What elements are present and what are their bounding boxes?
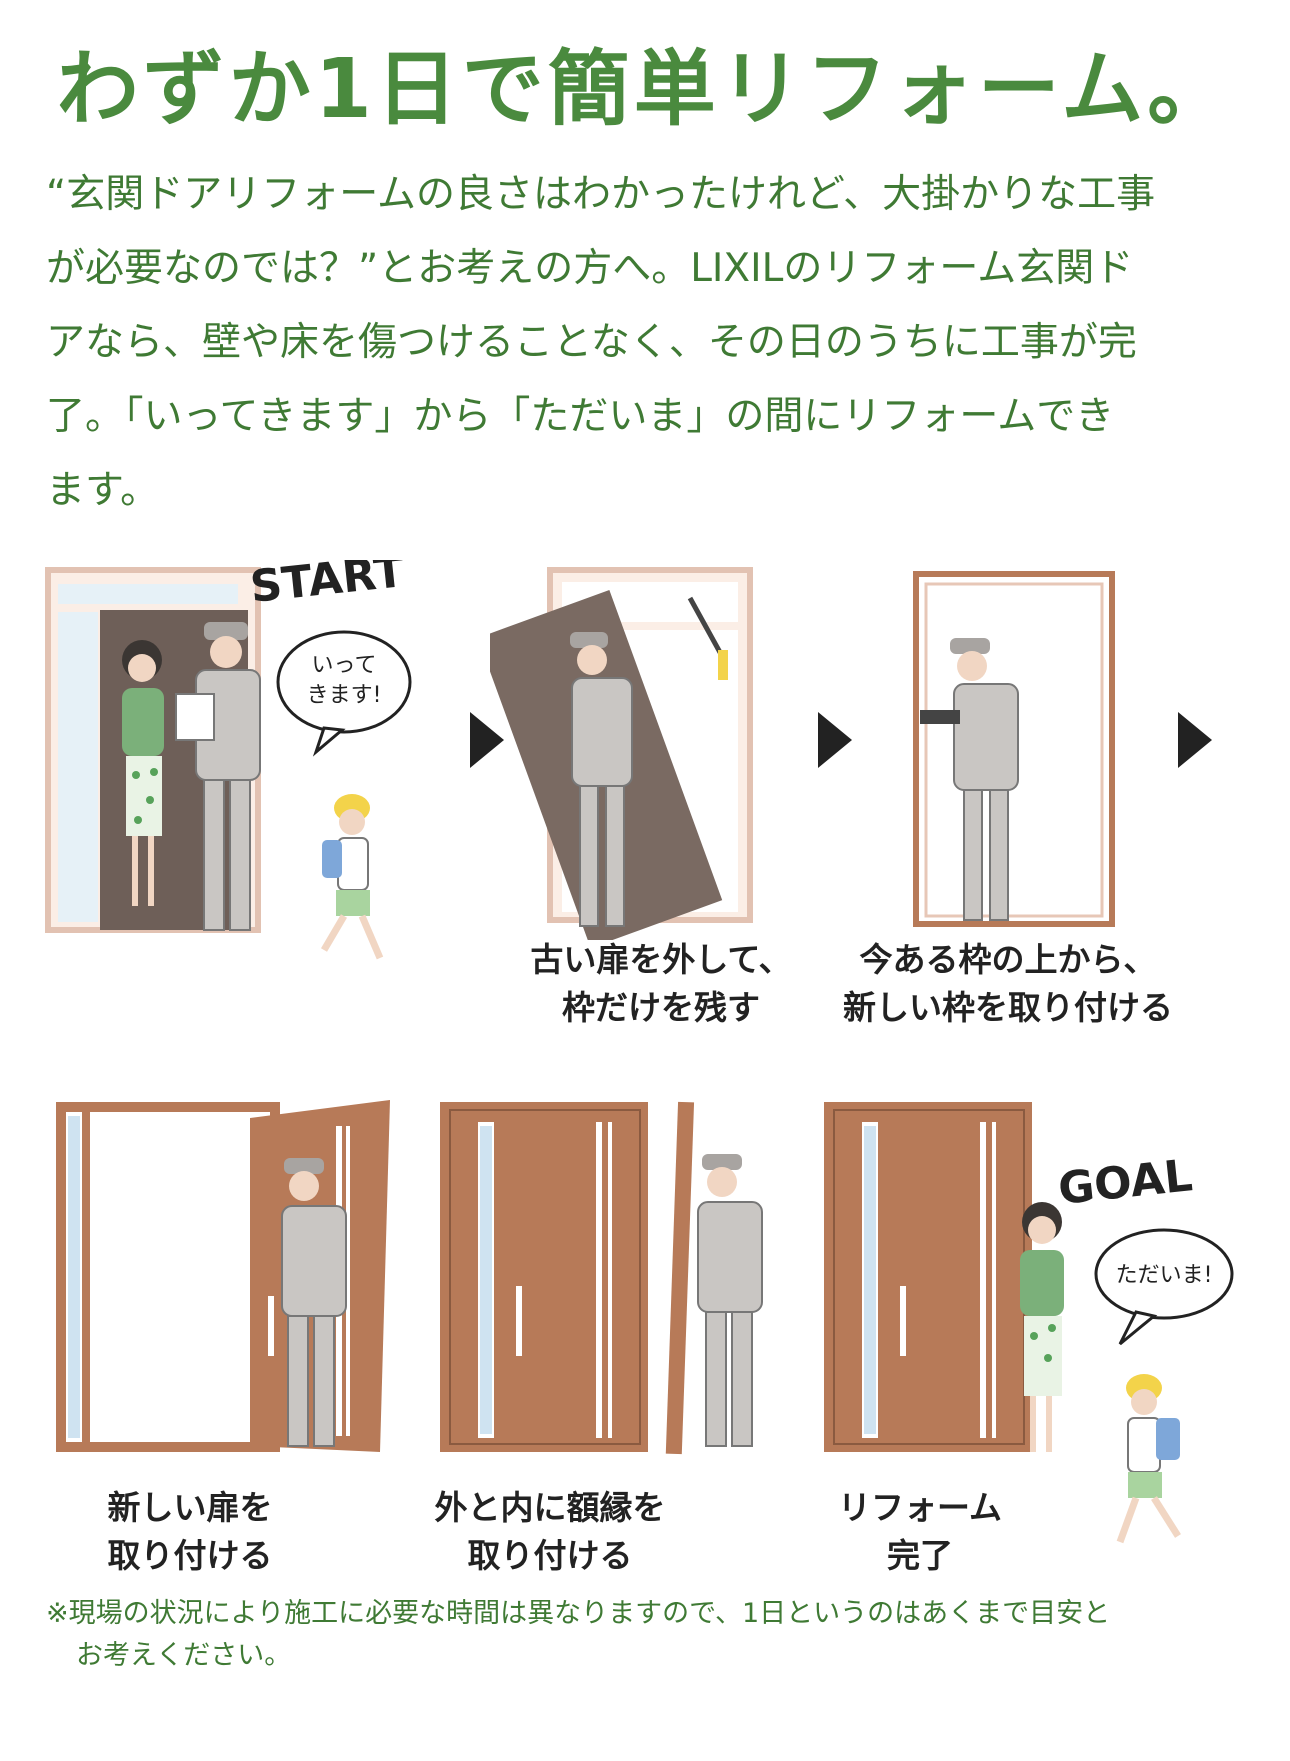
goal-label: GOAL (1056, 1150, 1195, 1215)
step4-caption: 新しい扉を 取り付ける (80, 1484, 300, 1580)
footnote-line: ※現場の状況により施工に必要な時間は異なりますので、1日というのはあくまで目安と (46, 1598, 1111, 1629)
step5-illustration (440, 1101, 763, 1455)
next-arrow-icon (470, 712, 504, 768)
caption-line: 新しい扉を (107, 1488, 273, 1527)
step6-caption: リフォーム 完了 (820, 1484, 1020, 1580)
goal-bubble-text: ただいま! (1116, 1263, 1213, 1288)
caption-line: 新しい枠を取り付ける (843, 988, 1173, 1027)
caption-line: リフォーム (837, 1488, 1002, 1527)
step2-illustration (490, 567, 753, 940)
start-bubble-text: いって (312, 653, 377, 678)
footnote-line: お考えください。 (76, 1640, 292, 1671)
step1-start-illustration: START いって きます! (45, 560, 412, 960)
next-arrow-icon (818, 712, 852, 768)
step4-illustration (56, 1100, 390, 1452)
caption-line: 完了 (887, 1536, 953, 1575)
step6-goal-illustration: GOAL ただいま! (824, 1102, 1234, 1544)
caption-line: 古い扉を外して、 (530, 940, 792, 979)
intro-line: 了。「いってきます」から「ただいま」の間にリフォームでき (46, 394, 1115, 439)
step5-caption: 外と内に額縁を 取り付ける (420, 1484, 680, 1580)
intro-line: アなら、壁や床を傷つけることなく、その日のうちに工事が完 (46, 320, 1137, 365)
start-label: START (248, 560, 407, 613)
page-title: わずか1日で簡単リフォーム。 (56, 42, 1234, 137)
intro-line: “玄関ドアリフォームの良さはわかったけれど、大掛かりな工事 (46, 172, 1156, 217)
next-arrow-icon (1178, 712, 1212, 768)
step3-caption: 今ある枠の上から、 新しい枠を取り付ける (838, 936, 1178, 1032)
footnote: ※現場の状況により施工に必要な時間は異なりますので、1日というのはあくまで目安と… (46, 1593, 1110, 1677)
caption-line: 外と内に額縁を (434, 1488, 666, 1527)
intro-line: が必要なのでは？”とお考えの方へ。LIXILのリフォーム玄関ド (46, 246, 1134, 291)
caption-line: 取り付ける (467, 1536, 633, 1575)
caption-line: 取り付ける (107, 1536, 273, 1575)
step2-caption: 古い扉を外して、 枠だけを残す (526, 936, 796, 1032)
intro-paragraph: “玄関ドアリフォームの良さはわかったけれど、大掛かりな工事 が必要なのでは？”と… (46, 158, 1246, 528)
caption-line: 枠だけを残す (562, 988, 760, 1027)
step3-illustration (913, 571, 1115, 927)
start-bubble-text: きます! (307, 683, 382, 708)
caption-line: 今ある枠の上から、 (859, 940, 1157, 979)
intro-line: ます。 (46, 468, 160, 513)
